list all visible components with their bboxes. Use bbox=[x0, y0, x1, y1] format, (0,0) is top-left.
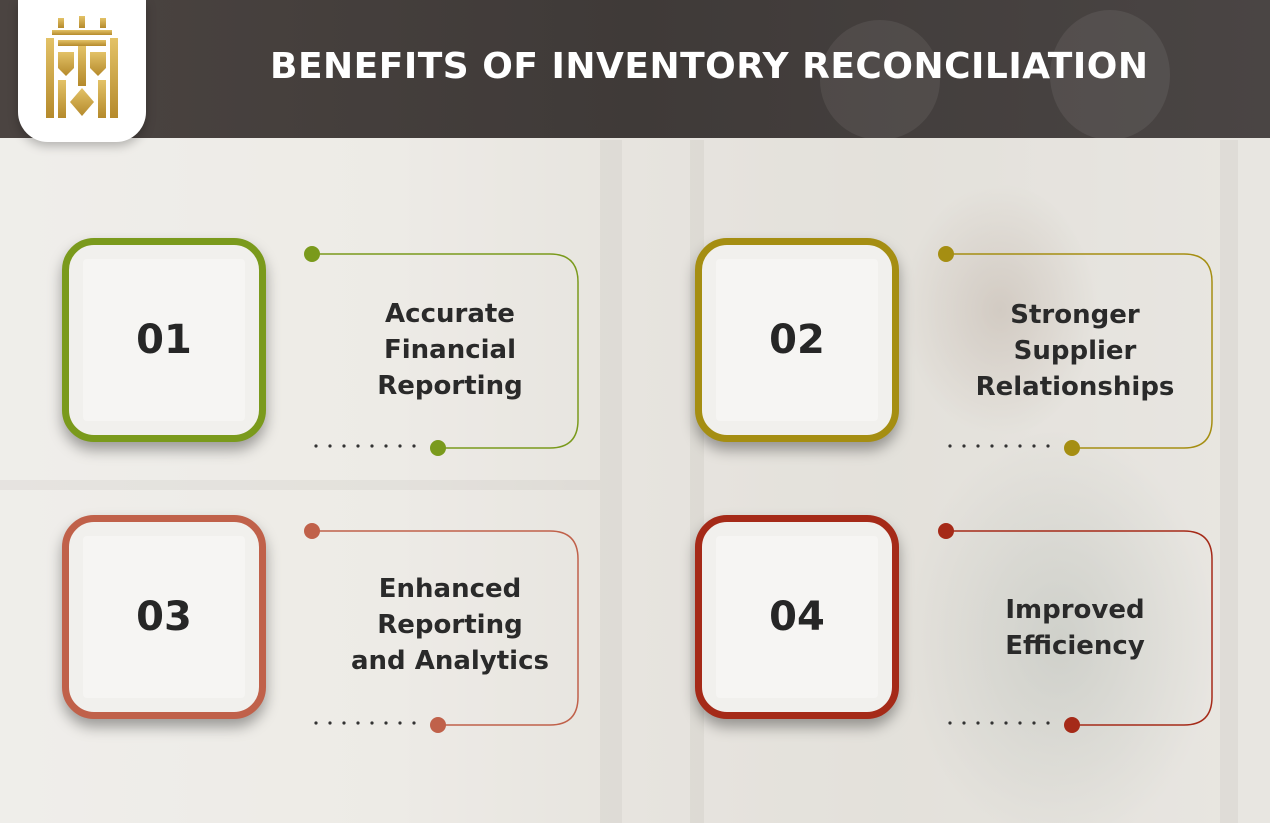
label-line: Reporting bbox=[377, 371, 523, 401]
label-line: and Analytics bbox=[351, 646, 549, 676]
label-line: Supplier bbox=[1013, 336, 1137, 366]
benefit-card-02: 02 bbox=[695, 238, 899, 442]
connector-line-04 bbox=[938, 523, 1213, 733]
label-line: Stronger bbox=[1010, 300, 1140, 330]
header-banner: BENEFITS OF INVENTORY RECONCILIATION bbox=[0, 0, 1270, 140]
label-line: Efficiency bbox=[1005, 631, 1145, 661]
label-line: Financial bbox=[383, 335, 517, 365]
label-line: Accurate bbox=[385, 299, 515, 329]
connector-line-02 bbox=[938, 246, 1213, 456]
benefit-label-02: Stronger Supplier Relationships bbox=[950, 297, 1200, 405]
logo bbox=[18, 0, 146, 142]
benefit-label-03: Enhanced Reporting and Analytics bbox=[325, 571, 575, 679]
benefit-label-04: Improved Efficiency bbox=[960, 592, 1190, 664]
benefit-card-04: 04 bbox=[695, 515, 899, 719]
benefit-number: 01 bbox=[136, 317, 192, 363]
label-line: Relationships bbox=[975, 372, 1175, 402]
benefit-label-01: Accurate Financial Reporting bbox=[330, 296, 570, 404]
page-title: BENEFITS OF INVENTORY RECONCILIATION bbox=[270, 46, 1149, 87]
benefit-number: 02 bbox=[769, 317, 825, 363]
benefit-card-03: 03 bbox=[62, 515, 266, 719]
label-line: Improved bbox=[1005, 595, 1145, 625]
connector-line-03 bbox=[304, 523, 579, 733]
label-line: Enhanced bbox=[378, 574, 522, 604]
crown-pillar-monogram-icon bbox=[46, 16, 118, 118]
label-line: Reporting bbox=[377, 610, 523, 640]
benefit-number: 04 bbox=[769, 594, 825, 640]
benefit-card-01: 01 bbox=[62, 238, 266, 442]
benefit-number: 03 bbox=[136, 594, 192, 640]
connector-line-01 bbox=[304, 246, 579, 456]
